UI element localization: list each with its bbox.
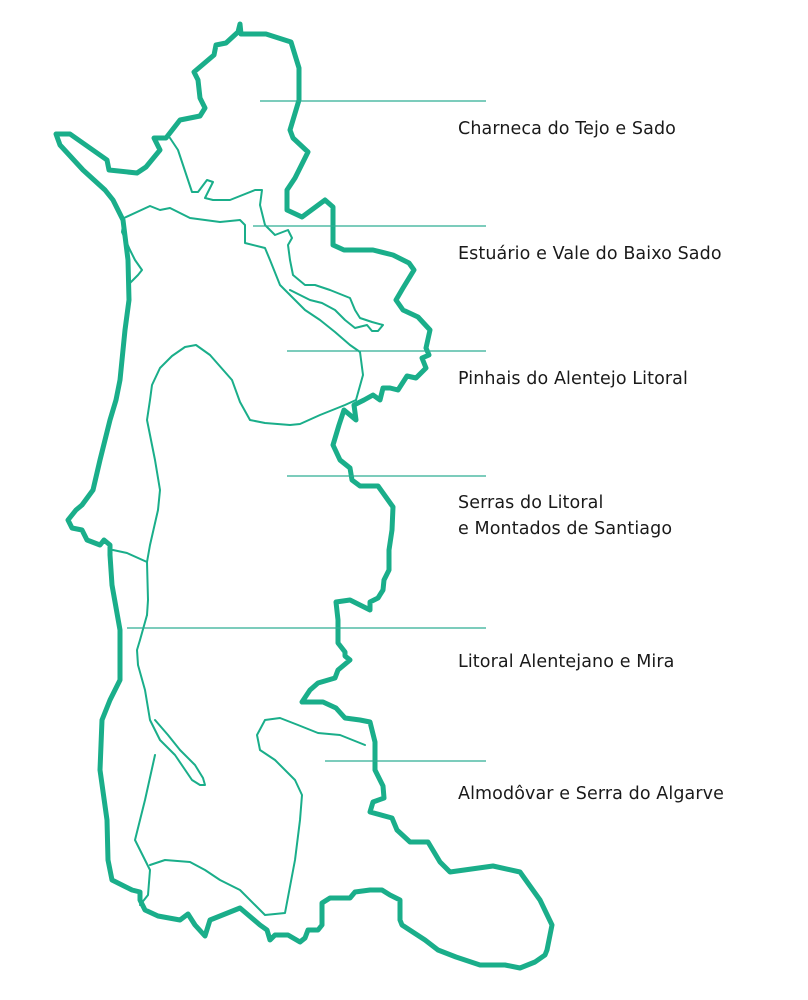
label-text-line-1: Serras do Litoral [458, 493, 604, 513]
boundary-charneca-estuario [169, 137, 384, 332]
label-text: Charneca do Tejo e Sado [458, 119, 676, 139]
label-text: Litoral Alentejano e Mira [458, 652, 675, 672]
label-charneca-do-tejo-e-sado: Charneca do Tejo e Sado [458, 116, 676, 142]
label-litoral-alentejano-e-mira: Litoral Alentejano e Mira [458, 649, 675, 675]
label-estuario-e-vale-do-baixo-sado: Estuário e Vale do Baixo Sado [458, 241, 722, 267]
boundary-pinhais-serras [146, 344, 357, 616]
label-almodovar-e-serra-do-algarve: Almodôvar e Serra do Algarve [458, 781, 724, 807]
label-serras-do-litoral-e-montados-de-santiago: Serras do Litoral e Montados de Santiago [458, 490, 672, 542]
label-text: Estuário e Vale do Baixo Sado [458, 244, 722, 264]
label-text-line-2: e Montados de Santiago [458, 519, 673, 539]
map-outer-boundary [53, 21, 555, 971]
boundary-coastal-strip [112, 549, 148, 563]
boundary-mira-almodovar [134, 717, 366, 916]
label-text: Almodôvar e Serra do Algarve [458, 784, 724, 804]
label-text: Pinhais do Alentejo Litoral [458, 369, 688, 389]
label-pinhais-do-alentejo-litoral: Pinhais do Alentejo Litoral [458, 366, 688, 392]
boundary-litoral-mira [136, 614, 206, 786]
boundary-estuario-pinhais [121, 205, 364, 401]
